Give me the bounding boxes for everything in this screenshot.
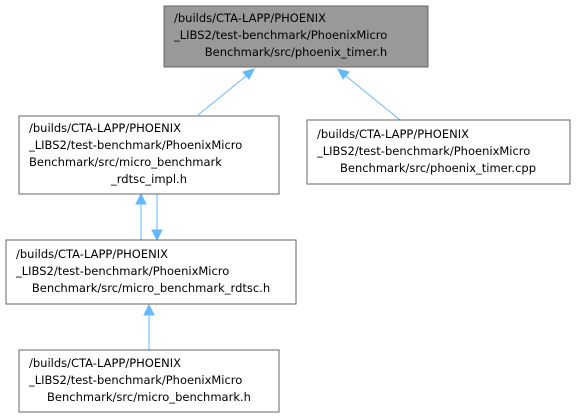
node-micro-benchmark-rdtsc-h[interactable]: /builds/CTA-LAPP/PHOENIX _LIBS2/test-ben… bbox=[5, 239, 297, 305]
node-label: /builds/CTA-LAPP/PHOENIX _LIBS2/test-ben… bbox=[28, 356, 251, 404]
node-label-line: _LIBS2/test-benchmark/PhoenixMicro bbox=[15, 264, 229, 278]
node-box bbox=[5, 239, 297, 305]
arrowhead-icon bbox=[151, 229, 163, 242]
node-label-line: _rdtsc_impl.h bbox=[110, 172, 187, 186]
node-label-line: Benchmark/src/micro_benchmark bbox=[29, 155, 222, 169]
arrowhead-icon bbox=[242, 68, 255, 80]
node-label-line: Benchmark/src/micro_benchmark_rdtsc.h bbox=[32, 281, 270, 295]
node-label-line: _LIBS2/test-benchmark/PhoenixMicro bbox=[28, 138, 242, 152]
node-label-line: /builds/CTA-LAPP/PHOENIX bbox=[317, 127, 469, 141]
nodes: /builds/CTA-LAPP/PHOENIX _LIBS2/test-ben… bbox=[5, 5, 571, 413]
node-label: /builds/CTA-LAPP/PHOENIX _LIBS2/test-ben… bbox=[173, 11, 391, 59]
edge-rdtsc-impl-to-phoenix-timer-h bbox=[197, 75, 247, 116]
node-phoenix-timer-h[interactable]: /builds/CTA-LAPP/PHOENIX _LIBS2/test-ben… bbox=[163, 5, 429, 68]
node-label: /builds/CTA-LAPP/PHOENIX _LIBS2/test-ben… bbox=[28, 121, 246, 186]
node-label-line: Benchmark/src/micro_benchmark.h bbox=[47, 390, 251, 404]
node-label-line: /builds/CTA-LAPP/PHOENIX bbox=[29, 356, 181, 370]
arrowhead-icon bbox=[337, 68, 350, 80]
node-label-line: _LIBS2/test-benchmark/PhoenixMicro bbox=[316, 144, 530, 158]
node-micro-benchmark-rdtsc-impl-h[interactable]: /builds/CTA-LAPP/PHOENIX _LIBS2/test-ben… bbox=[18, 115, 280, 195]
node-label-line: _LIBS2/test-benchmark/PhoenixMicro bbox=[173, 28, 387, 42]
edges bbox=[135, 68, 401, 350]
node-box bbox=[18, 115, 280, 195]
node-label-line: Benchmark/src/phoenix_timer.cpp bbox=[340, 161, 536, 175]
node-label-line: /builds/CTA-LAPP/PHOENIX bbox=[174, 11, 326, 25]
node-box bbox=[306, 119, 571, 185]
node-label-line: Benchmark/src/phoenix_timer.h bbox=[205, 45, 387, 59]
node-label: /builds/CTA-LAPP/PHOENIX _LIBS2/test-ben… bbox=[15, 247, 270, 295]
edge-phoenix-timer-cpp-to-phoenix-timer-h bbox=[345, 75, 401, 121]
node-label: /builds/CTA-LAPP/PHOENIX _LIBS2/test-ben… bbox=[316, 127, 536, 175]
node-label-line: /builds/CTA-LAPP/PHOENIX bbox=[29, 121, 181, 135]
node-box-current bbox=[163, 5, 429, 68]
node-phoenix-timer-cpp[interactable]: /builds/CTA-LAPP/PHOENIX _LIBS2/test-ben… bbox=[306, 119, 571, 185]
node-label-line: _LIBS2/test-benchmark/PhoenixMicro bbox=[28, 373, 242, 387]
node-micro-benchmark-h[interactable]: /builds/CTA-LAPP/PHOENIX _LIBS2/test-ben… bbox=[18, 349, 280, 413]
arrowhead-icon bbox=[135, 192, 147, 205]
node-box bbox=[18, 349, 280, 413]
node-label-line: /builds/CTA-LAPP/PHOENIX bbox=[16, 247, 168, 261]
arrowhead-icon bbox=[143, 303, 155, 316]
